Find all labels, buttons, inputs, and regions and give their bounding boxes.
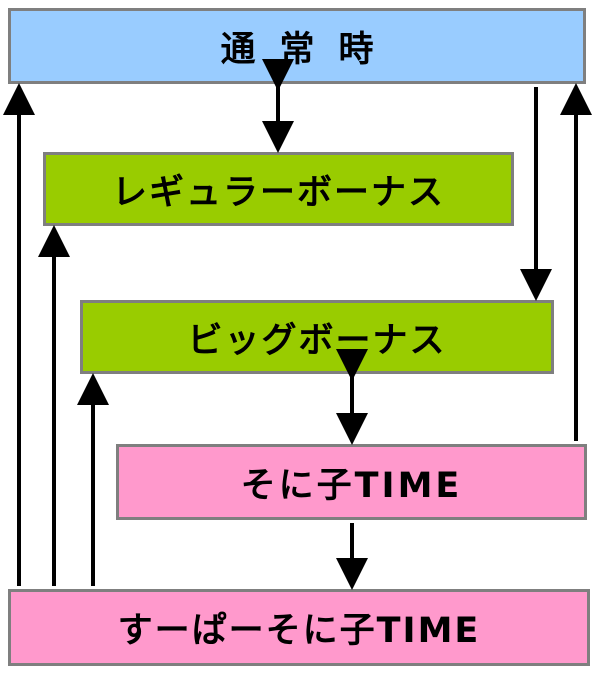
big-bonus-label: ビッグボーナス: [187, 320, 447, 361]
normal-state-label: 通常時: [220, 29, 398, 70]
soniko-time-label: そに子TIME: [240, 465, 463, 506]
regular-bonus-box: レギュラーボーナス: [43, 152, 514, 226]
super-soniko-time-label: すーぱーそに子TIME: [117, 611, 481, 651]
normal-state-box: 通常時: [8, 8, 586, 84]
big-bonus-box: ビッグボーナス: [80, 300, 554, 374]
soniko-time-box: そに子TIME: [116, 444, 587, 520]
super-soniko-time-box: すーぱーそに子TIME: [8, 589, 590, 666]
regular-bonus-label: レギュラーボーナス: [111, 172, 445, 213]
